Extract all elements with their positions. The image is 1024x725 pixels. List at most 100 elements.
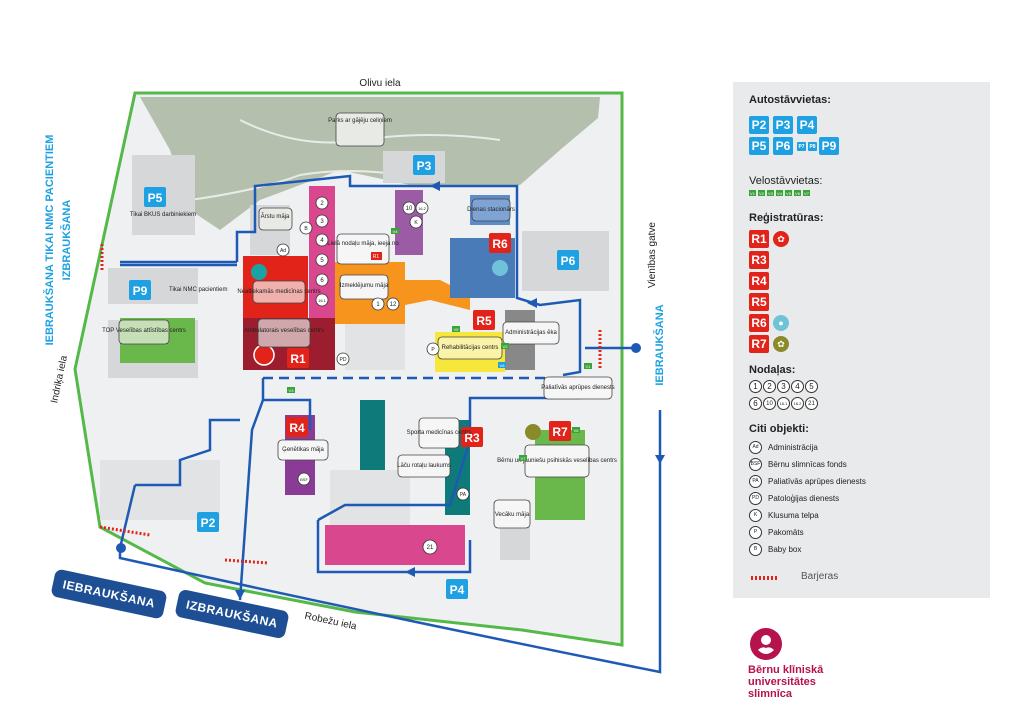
parking-p3-marker: P3 bbox=[413, 155, 435, 175]
legend-obj-pd-text: Patoloģijas dienests bbox=[768, 493, 840, 503]
parcel-mark bbox=[426, 342, 440, 356]
legend-r7: R7 bbox=[749, 335, 769, 353]
svg-text:Neatliekamās medicīnas centrs: Neatliekamās medicīnas centrs bbox=[237, 289, 320, 295]
legend-obj-bsf: BSF Bērnu slimnīcas fonds bbox=[749, 457, 847, 471]
legend-dept-6: 6 bbox=[749, 397, 762, 410]
legend-obj-pa-text: Paliatīvās aprūpes dienests bbox=[768, 476, 866, 486]
quiet-room-mark bbox=[409, 215, 423, 229]
dept-6: 6 bbox=[320, 278, 324, 284]
bike-v4-label: V4 bbox=[393, 229, 399, 234]
hospital-name-line2: universitātes bbox=[748, 676, 816, 688]
pathology-mark bbox=[336, 352, 350, 366]
legend-p8: P8 bbox=[808, 142, 817, 151]
parking-p6-marker: P6 bbox=[557, 250, 579, 270]
dept-161: 16.1 bbox=[318, 298, 327, 303]
svg-text:Rehabilitācijas centrs: Rehabilitācijas centrs bbox=[442, 345, 499, 351]
building-p2-area bbox=[100, 460, 220, 520]
legend-dept-21: 21 bbox=[805, 397, 818, 410]
legend-v2: V2 bbox=[758, 190, 765, 196]
svg-text:Parks ar gājēju celiņiem: Parks ar gājēju celiņiem bbox=[328, 118, 392, 124]
svg-text:R5: R5 bbox=[476, 314, 492, 328]
dept-161-circle bbox=[315, 293, 329, 307]
legend-p4: P4 bbox=[797, 116, 817, 134]
legend-v4: V4 bbox=[776, 190, 783, 196]
registry-r4-marker: R4 bbox=[286, 417, 308, 437]
svg-text:P9: P9 bbox=[133, 284, 148, 298]
deer-icon: ✿ bbox=[773, 231, 789, 247]
quiet-room-label: K bbox=[414, 220, 418, 226]
svg-text:R1: R1 bbox=[373, 254, 380, 260]
giraffe-icon bbox=[251, 264, 267, 280]
arrow-left-icon bbox=[527, 298, 537, 308]
legend-p6: P6 bbox=[773, 137, 793, 155]
dept-162: 16.2 bbox=[418, 206, 427, 211]
bear-icon: ● bbox=[773, 315, 789, 331]
butterfly-icon: ✿ bbox=[773, 336, 789, 352]
p9-note: Tikai NMC pacientiem bbox=[169, 287, 227, 293]
legend-reg-title: Reģistratūras: bbox=[749, 212, 824, 224]
svg-text:R7: R7 bbox=[552, 425, 568, 439]
bike-v7-mark bbox=[519, 455, 527, 461]
callout-sporta: Sporta medicīnas centrs bbox=[407, 417, 471, 449]
svg-text:P5: P5 bbox=[148, 191, 163, 205]
legend-barjeras: Barjeras bbox=[801, 571, 839, 582]
legend-obj-b: B Baby box bbox=[749, 542, 801, 556]
dept-2: 2 bbox=[320, 201, 324, 207]
legend-p5: P5 bbox=[749, 137, 769, 155]
legend-obj-pa-mark: PA bbox=[749, 474, 762, 488]
legend-obj-bsf-mark: BSF bbox=[749, 457, 762, 471]
svg-text:Vecāku māja: Vecāku māja bbox=[495, 512, 530, 518]
barrier bbox=[224, 558, 269, 565]
dept-12-circle bbox=[386, 297, 400, 311]
arrow-down-icon bbox=[655, 455, 665, 464]
registry-r6-marker: R6 bbox=[489, 233, 511, 253]
street-indrika: Indriķa iela bbox=[49, 354, 70, 404]
parking-p9-marker: P9 bbox=[129, 280, 151, 300]
dept-12: 12 bbox=[390, 302, 397, 308]
butterfly-icon bbox=[525, 424, 541, 440]
callout-liela: Lielā nodaļu māja, ieeja no R1 bbox=[327, 233, 399, 265]
svg-text:Izmeklējumu māja: Izmeklējumu māja bbox=[340, 283, 389, 289]
exit-left-label: IZBRAUKŠANA bbox=[60, 200, 73, 281]
callout-genetikas: Ģenētikas māja bbox=[277, 439, 329, 461]
callout-rehabilitacijas: Rehabilitācijas centrs bbox=[437, 336, 503, 360]
legend-p2: P2 bbox=[749, 116, 769, 134]
bike-v8-label: V8 bbox=[500, 363, 506, 368]
dept-10: 10 bbox=[406, 206, 413, 212]
arrow-down-icon bbox=[235, 590, 245, 600]
legend-v6: V6 bbox=[794, 190, 801, 196]
hospital-logo-icon bbox=[750, 628, 782, 660]
svg-text:R6: R6 bbox=[492, 237, 508, 251]
legend-v5: V5 bbox=[785, 190, 792, 196]
registry-r7-marker: R7 bbox=[549, 421, 571, 441]
legend-nodalas-title: Nodaļas: bbox=[749, 364, 796, 376]
bike-v3-mark bbox=[287, 387, 295, 393]
legend-r6: R6 bbox=[749, 314, 769, 332]
legend-obj-p-mark: P bbox=[749, 525, 762, 539]
parking-p2-marker: P2 bbox=[197, 512, 219, 532]
legend-r4: R4 bbox=[749, 272, 769, 290]
callout-neatliekamas: Neatliekamās medicīnas centrs bbox=[237, 280, 321, 304]
legend-obj-pa: PA Paliatīvās aprūpes dienests bbox=[749, 474, 866, 488]
legend-r1: R1 bbox=[749, 230, 769, 248]
legend-barrier-swatch bbox=[751, 576, 777, 580]
legend-obj-k-mark: K bbox=[749, 508, 762, 522]
bike-v5-label: V5 bbox=[454, 327, 460, 332]
entrance-nmc-label: IEBRAUKŠANA TIKAI NMC PACIENTIEM bbox=[43, 135, 56, 346]
palliative-label: PA bbox=[460, 492, 467, 498]
bear-icon bbox=[492, 260, 508, 276]
route-to-r4 bbox=[261, 378, 312, 430]
bike-v2-mark bbox=[501, 343, 509, 349]
legend-p9: P9 bbox=[819, 137, 839, 155]
dept-3: 3 bbox=[320, 219, 324, 225]
bike-v6-mark bbox=[572, 427, 580, 433]
legend-obj-bsf-text: Bērnu slimnīcas fonds bbox=[768, 459, 847, 469]
building-lacu bbox=[330, 470, 410, 530]
legend-dept-4: 4 bbox=[791, 380, 804, 393]
legend-obj-b-mark: B bbox=[749, 542, 762, 556]
svg-text:R3: R3 bbox=[464, 431, 480, 445]
legend-obj-b-text: Baby box bbox=[768, 544, 802, 554]
building-p9 bbox=[108, 268, 198, 304]
